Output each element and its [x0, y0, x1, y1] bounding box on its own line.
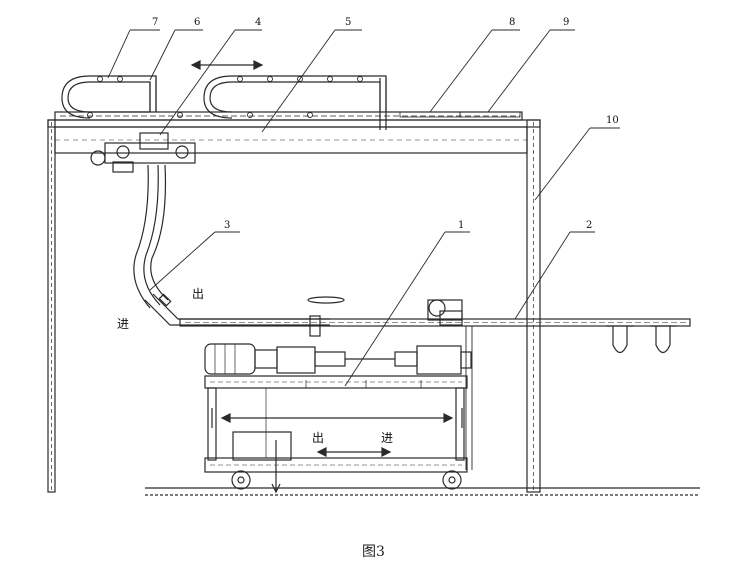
label-7: 7 — [152, 17, 158, 28]
control-box — [232, 431, 292, 494]
cable-chain — [61, 75, 387, 130]
label-in-upper: 进 — [117, 317, 129, 331]
top-beam — [47, 119, 541, 154]
horizontal-arm — [179, 318, 691, 327]
label-9: 9 — [563, 17, 569, 28]
nozzles — [606, 325, 676, 354]
trolley — [90, 132, 196, 173]
label-4: 4 — [255, 17, 261, 28]
label-10: 10 — [606, 115, 619, 126]
carriage-frame — [204, 326, 473, 473]
label-6: 6 — [194, 17, 200, 28]
travel-arrow-lower — [316, 447, 392, 457]
label-out-lower: 出 — [312, 431, 324, 445]
top-rail — [54, 111, 523, 121]
label-3: 3 — [224, 220, 230, 231]
ground-line — [145, 487, 700, 496]
frame-right-column — [526, 119, 541, 493]
drive-assembly — [204, 343, 472, 375]
hose — [133, 164, 169, 309]
span-arrow — [211, 408, 463, 428]
leader-lines — [107, 29, 620, 387]
frame-left-column — [47, 119, 56, 493]
entry-pipe — [144, 293, 330, 326]
arm-motor — [307, 296, 463, 337]
travel-arrow-upper — [190, 60, 264, 70]
figure-caption: 图3 — [362, 544, 385, 560]
label-out-upper: 出 — [192, 287, 204, 301]
wheels — [231, 470, 462, 490]
label-in-lower: 进 — [381, 431, 393, 445]
label-2: 2 — [586, 220, 592, 231]
label-5: 5 — [345, 17, 351, 28]
label-8: 8 — [509, 17, 515, 28]
label-1: 1 — [458, 220, 464, 231]
